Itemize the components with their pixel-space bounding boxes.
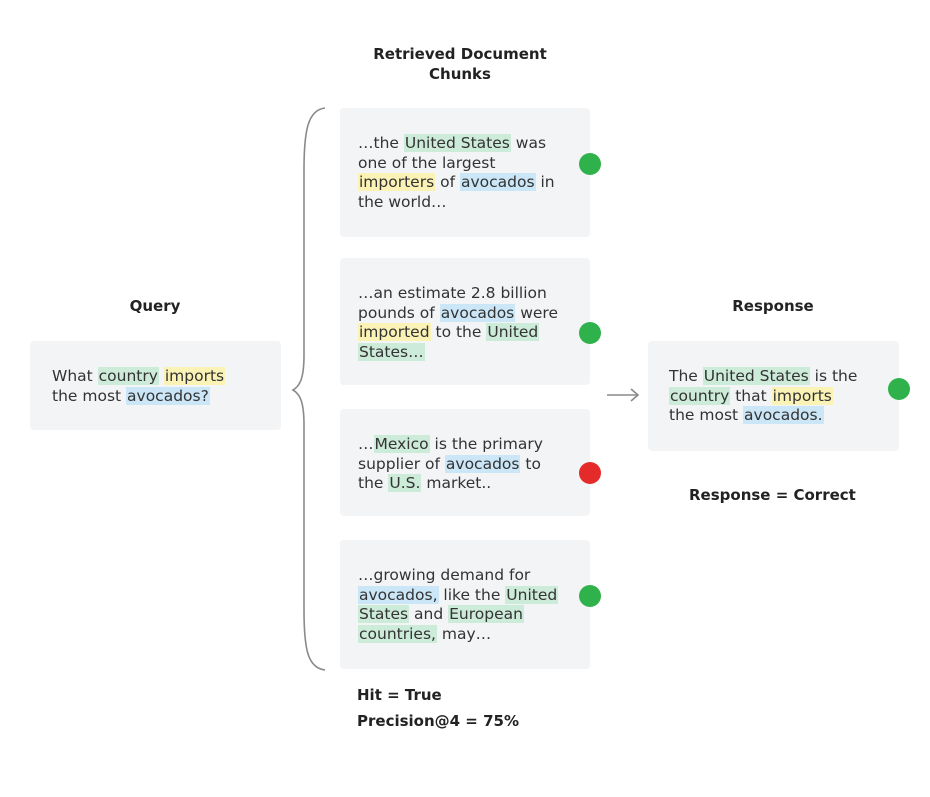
text-segment: the most bbox=[52, 386, 127, 405]
text-line: What country imports bbox=[52, 367, 226, 387]
text-line: the U.S. market.. bbox=[358, 474, 543, 494]
text-line: the most avocados? bbox=[52, 386, 225, 407]
query-heading: Query bbox=[129, 297, 181, 315]
text-line: States and European bbox=[358, 605, 558, 625]
text-line: countries, may… bbox=[358, 624, 558, 645]
text-line: avocados, like the United bbox=[358, 585, 559, 606]
text-segment: were bbox=[515, 303, 558, 322]
text-segment: What bbox=[52, 367, 98, 385]
highlighted-term: avocados. bbox=[743, 406, 824, 425]
response-correct-indicator bbox=[888, 378, 910, 400]
relevance-indicator bbox=[579, 153, 601, 175]
text-line: The United States is the bbox=[669, 367, 857, 387]
highlighted-term: country bbox=[97, 367, 159, 385]
highlighted-term: United bbox=[486, 323, 540, 342]
response-evaluation: Response = Correct bbox=[689, 486, 856, 504]
hit-metric: Hit = True bbox=[357, 686, 442, 704]
text-segment: to the bbox=[430, 323, 487, 342]
relevance-indicator bbox=[579, 322, 601, 344]
highlighted-term: avocados, bbox=[358, 585, 439, 604]
highlighted-term: United States bbox=[403, 134, 511, 152]
text-segment: and bbox=[409, 605, 449, 624]
text-line: pounds of avocados were bbox=[358, 303, 558, 324]
relevance-indicator bbox=[579, 585, 601, 607]
text-segment: to bbox=[520, 454, 541, 473]
text-line: supplier of avocados to bbox=[358, 454, 543, 475]
highlighted-term: importers bbox=[358, 173, 436, 192]
text-line: …an estimate 2.8 billion bbox=[358, 284, 558, 304]
text-segment: market.. bbox=[421, 474, 492, 493]
highlighted-term: imports bbox=[771, 386, 833, 405]
text-segment: the most bbox=[669, 406, 744, 425]
text-segment: …an estimate 2.8 billion bbox=[358, 284, 547, 302]
text-segment: may… bbox=[436, 624, 492, 643]
text-line: imported to the United bbox=[358, 323, 558, 343]
text-line: the world… bbox=[358, 193, 555, 213]
text-line: …growing demand for bbox=[358, 566, 558, 586]
text-line: importers of avocados in bbox=[358, 173, 555, 193]
text-segment: of bbox=[435, 173, 460, 192]
chunks-brace bbox=[291, 107, 326, 671]
text-segment: was bbox=[510, 134, 547, 152]
highlighted-term: Mexico bbox=[373, 435, 430, 453]
text-segment: the bbox=[358, 474, 389, 493]
relevance-indicator bbox=[579, 462, 601, 484]
text-segment: … bbox=[358, 435, 374, 453]
highlighted-term: United States bbox=[702, 367, 810, 385]
highlighted-term: imports bbox=[163, 367, 226, 385]
text-segment: …the bbox=[358, 134, 404, 152]
retrieved-chunks-heading: Retrieved Document Chunks bbox=[373, 45, 547, 83]
highlighted-term: avocados? bbox=[126, 386, 210, 405]
highlighted-term: country bbox=[669, 386, 731, 405]
text-segment: …growing demand for bbox=[358, 566, 531, 584]
text-line: …the United States was bbox=[358, 134, 555, 154]
response-heading: Response bbox=[732, 297, 814, 315]
text-line: country that imports bbox=[669, 386, 857, 407]
text-segment: is the bbox=[809, 367, 858, 385]
highlighted-term: States bbox=[358, 605, 410, 624]
highlighted-term: U.S. bbox=[388, 474, 422, 493]
highlighted-term: avocados bbox=[459, 173, 536, 192]
text-line: States… bbox=[358, 342, 558, 363]
text-segment: pounds of bbox=[358, 303, 440, 322]
text-segment: The bbox=[669, 367, 703, 385]
text-segment: one of the largest bbox=[358, 153, 496, 172]
highlighted-term: avocados bbox=[444, 454, 521, 473]
highlighted-term: States… bbox=[358, 342, 425, 361]
text-line: one of the largest bbox=[358, 154, 555, 174]
text-line: …Mexico is the primary bbox=[358, 435, 543, 455]
highlighted-term: countries, bbox=[358, 624, 437, 643]
highlighted-term: imported bbox=[358, 323, 431, 342]
text-segment: supplier of bbox=[358, 454, 445, 473]
text-line: the most avocados. bbox=[669, 406, 857, 426]
text-segment: in bbox=[535, 173, 555, 192]
arrow-to-response bbox=[607, 388, 640, 402]
text-segment: the world… bbox=[358, 192, 447, 211]
text-segment: like the bbox=[438, 585, 506, 604]
highlighted-term: avocados bbox=[439, 303, 516, 322]
text-segment: that bbox=[730, 386, 772, 405]
precision-metric: Precision@4 = 75% bbox=[357, 712, 520, 730]
text-segment: is the primary bbox=[429, 435, 543, 453]
highlighted-term: United bbox=[505, 585, 559, 604]
highlighted-term: European bbox=[448, 605, 524, 624]
